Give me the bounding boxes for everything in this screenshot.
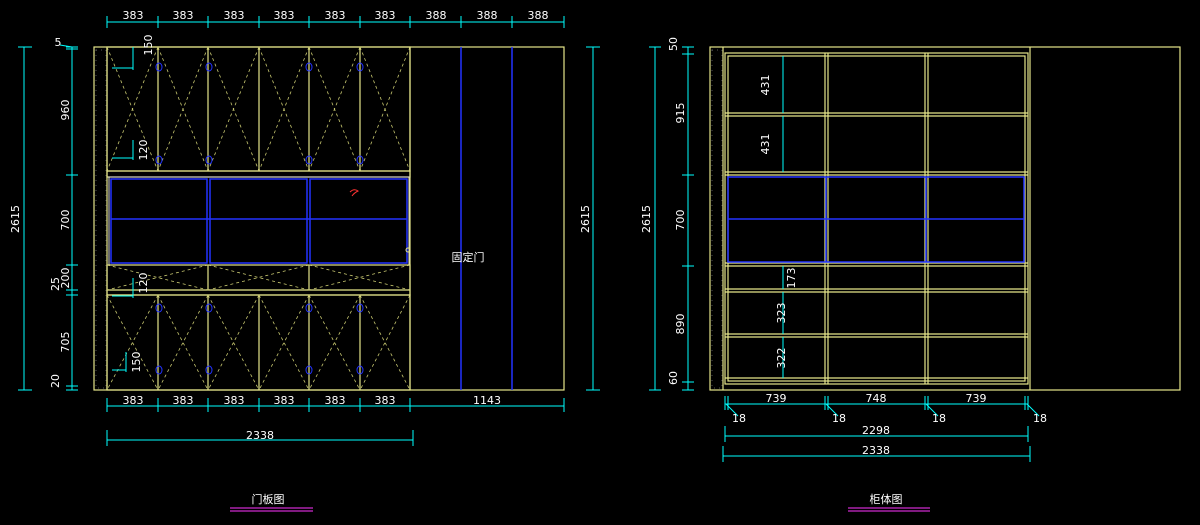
v-dim-20: 20: [49, 374, 62, 388]
door-panel-drawing: 固定门 383 383 383 383 383 383 388 388 388: [9, 9, 600, 512]
top-dim-8: 388: [477, 9, 498, 22]
cab-v-dim-890: 890: [674, 314, 687, 335]
cabinet-total-width: 2338: [862, 444, 890, 457]
left-vertical-dims: 2615 5 960 700 200 25 705 20 2615: [9, 36, 600, 391]
cabinet-inner-dims: 431 431 173 323 322: [759, 56, 798, 378]
cab-v-dim-700: 700: [674, 210, 687, 231]
cab-v-dim-50: 50: [667, 37, 680, 51]
shelf-dim-322: 322: [775, 348, 788, 369]
v-dim-705: 705: [59, 332, 72, 353]
left-inner-dims: 150 120 120 150: [112, 35, 155, 373]
v-dim-200: 200: [59, 268, 72, 289]
right-total-height: 2615: [579, 205, 592, 233]
cabinet-body-drawing: 431 431 173 323 322 2615 50 915 700 890 …: [640, 37, 1181, 512]
panel-thickness-4: 18: [1033, 412, 1047, 425]
top-dim-1: 383: [123, 9, 144, 22]
left-total-width: 2338: [246, 429, 274, 442]
bay-width-2: 748: [866, 392, 887, 405]
panel-thickness-3: 18: [932, 412, 946, 425]
cabinet-side-texture: [711, 49, 723, 389]
middle-open-section: [106, 170, 411, 296]
top-dim-5: 383: [325, 9, 346, 22]
cabinet-bottom-dims: 739 748 739 18 18 18 18 2298 2338: [722, 392, 1047, 462]
left-title: 门板图: [252, 492, 285, 506]
cab-v-dim-915: 915: [674, 103, 687, 124]
fixed-door: 固定门: [409, 47, 513, 390]
panel-thickness-2: 18: [832, 412, 846, 425]
top-dim-4: 383: [274, 9, 295, 22]
bottom-dim-4: 383: [274, 394, 295, 407]
bottom-dim-3: 383: [224, 394, 245, 407]
inner-dim-120-top: 120: [137, 140, 150, 161]
left-bottom-dims: 383 383 383 383 383 383 1143 2338: [106, 394, 565, 446]
top-dim-2: 383: [173, 9, 194, 22]
bottom-dim-6: 383: [375, 394, 396, 407]
top-dim-3: 383: [224, 9, 245, 22]
shelf-dim-431-b: 431: [759, 134, 772, 155]
bottom-dim-1: 383: [123, 394, 144, 407]
inner-dim-150-top: 150: [142, 35, 155, 56]
top-dim-7: 388: [426, 9, 447, 22]
bottom-dim-7: 1143: [473, 394, 501, 407]
v-dim-700: 700: [59, 210, 72, 231]
v-dim-5: 5: [55, 36, 62, 49]
right-title: 柜体图: [870, 492, 903, 506]
cabinet-total-height: 2615: [640, 205, 653, 233]
red-mark: [349, 189, 359, 197]
left-total-height: 2615: [9, 205, 22, 233]
shelf-dim-431-a: 431: [759, 75, 772, 96]
top-dim-6: 383: [375, 9, 396, 22]
lower-doors: [106, 294, 411, 391]
v-dim-960: 960: [59, 100, 72, 121]
fixed-door-label: 固定门: [452, 250, 485, 264]
cabinet-carcass: [724, 52, 1029, 385]
panel-thickness-1: 18: [732, 412, 746, 425]
bay-width-3: 739: [966, 392, 987, 405]
cabinet-vertical-dims: 2615 50 915 700 890 60: [640, 37, 694, 391]
side-texture: [95, 49, 107, 389]
bottom-dim-5: 383: [325, 394, 346, 407]
bottom-dim-2: 383: [173, 394, 194, 407]
shelf-dim-173: 173: [785, 268, 798, 289]
bay-width-1: 739: [766, 392, 787, 405]
left-top-dims: 383 383 383 383 383 383 388 388 388: [106, 9, 565, 28]
cab-v-dim-60: 60: [667, 371, 680, 385]
shelf-dim-323: 323: [775, 303, 788, 324]
cabinet-inner-width: 2298: [862, 424, 890, 437]
upper-doors: [106, 46, 411, 172]
top-dim-9: 388: [528, 9, 549, 22]
inner-dim-120-bottom: 120: [137, 273, 150, 294]
v-dim-25: 25: [49, 277, 62, 291]
cabinet-outer-frame: [709, 46, 1181, 391]
inner-dim-150-bottom: 150: [130, 352, 143, 373]
